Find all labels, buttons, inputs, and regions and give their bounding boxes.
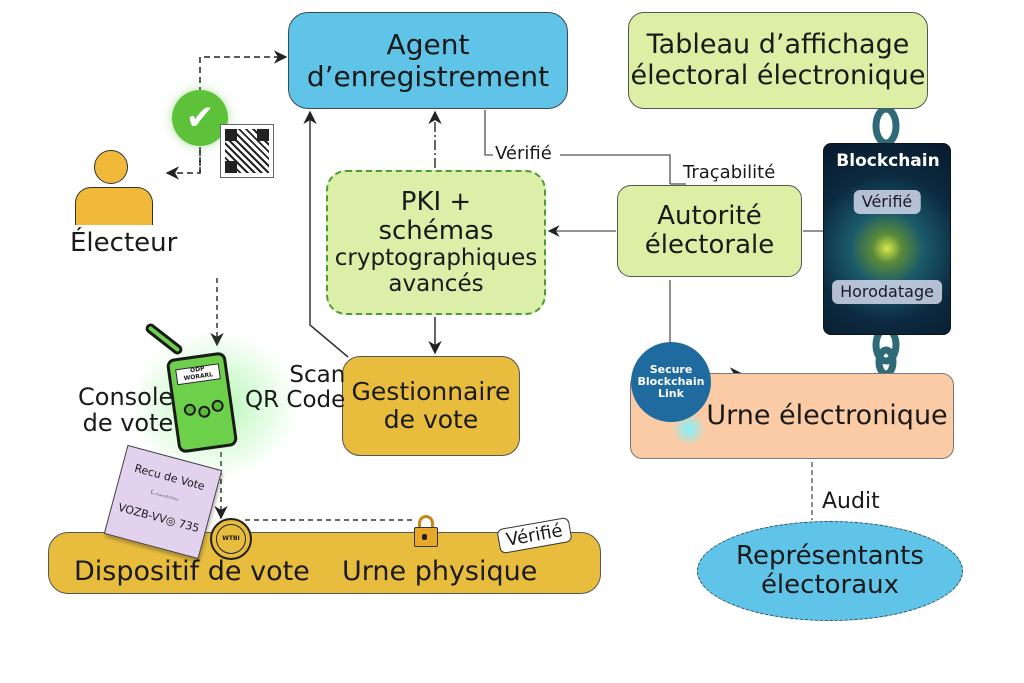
gestionnaire-vote-node: Gestionnaire de vote [342, 356, 520, 456]
edge-agent-electeur [165, 140, 201, 180]
qr-code-icon [220, 124, 274, 178]
lock-shackle [418, 515, 434, 530]
blockchain-title: Blockchain [836, 151, 940, 171]
autorite-line-2: électorale [644, 230, 775, 260]
console-button [197, 404, 212, 419]
autorite-electorale-node: Autorité électorale [617, 185, 802, 277]
check-icon: ✔ [172, 90, 228, 146]
edge-gestionnaire-agent [303, 110, 349, 358]
person-body-icon [75, 187, 153, 225]
pki-line-2: schémas [378, 215, 494, 246]
edge-label-audit: Audit [822, 489, 880, 514]
blockchain-badge-horodatage: Horodatage [832, 280, 942, 304]
console-line-1: Console [78, 383, 174, 411]
console-line-2: de vote [82, 409, 174, 438]
edge-label-verifie: Vérifié [493, 143, 554, 164]
secure-line-3: Link [658, 387, 684, 401]
pki-node: PKI + schémas cryptographiques avancés [326, 170, 546, 315]
tableau-line-1: Tableau d’affichage [646, 29, 910, 61]
scan-line-2: QR Code [245, 387, 346, 414]
autorite-line-1: Autorité [657, 200, 762, 231]
console-screen: ODP WORARL [175, 363, 221, 386]
tableau-affichage-node: Tableau d’affichage électoral électroniq… [628, 12, 928, 109]
gestionnaire-line-2: de vote [383, 405, 479, 434]
secure-line-1: Secure [649, 362, 693, 376]
scan-line-1: Scan [289, 362, 346, 388]
blockchain-badge-verifie: Vérifié [853, 190, 921, 214]
agent-line-2: d’enregistrement [306, 59, 550, 93]
secure-line-2: Blockchain [637, 374, 705, 388]
urne-physique-label: Urne physique [342, 556, 538, 587]
console-button [210, 399, 225, 413]
console-button [183, 402, 197, 417]
edge-label-tracabilite: Traçabilité [683, 162, 776, 183]
scan-qr-label: Scan QR Code [245, 362, 346, 414]
secure-blockchain-link-badge: Secure Blockchain Link [631, 342, 711, 422]
electeur-label: Électeur [70, 228, 178, 258]
representants-line-2: électoraux [760, 570, 900, 600]
agent-enregistrement-node: Agent d’enregistrement [288, 12, 568, 109]
seal-icon: WTBI [210, 518, 252, 560]
representants-node: Représentants électoraux [697, 521, 963, 621]
pki-line-3: cryptographiques [334, 244, 538, 271]
blockchain-panel: Blockchain Vérifié Horodatage [823, 143, 951, 335]
representants-line-1: Représentants [736, 540, 924, 571]
person-head-icon [94, 150, 128, 184]
pki-line-4: avancés [388, 270, 484, 297]
edge-agent-autorite-verifie [484, 110, 671, 184]
tableau-line-2: électoral électronique [630, 59, 926, 91]
pki-line-1: PKI + [400, 186, 472, 217]
lock-keyhole [422, 534, 427, 540]
agent-line-1: Agent [386, 28, 470, 62]
dispositif-label: Dispositif de vote [74, 556, 310, 587]
gestionnaire-line-1: Gestionnaire [351, 377, 511, 406]
lock-icon [414, 515, 438, 547]
urne-electronique-label: Urne électronique [706, 399, 948, 431]
dispositif-vote-node [48, 532, 601, 594]
console-label: Console de vote [78, 384, 173, 437]
edge-electeur-agent [199, 50, 288, 173]
